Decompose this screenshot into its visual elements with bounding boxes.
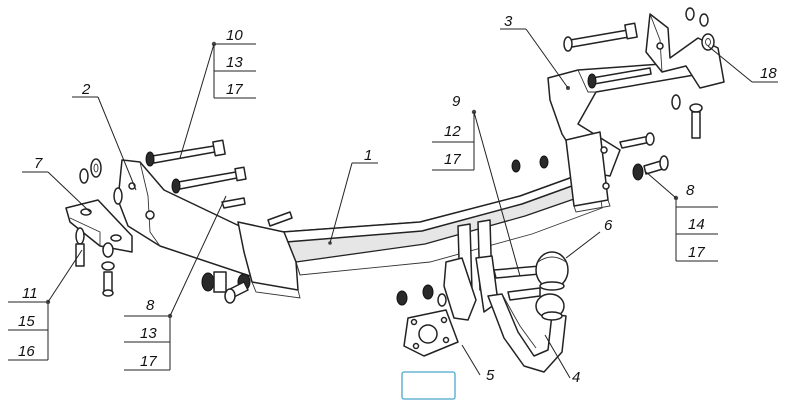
callout-16: 16 [18,343,35,360]
mount-bracket-part-5 [443,219,541,321]
callout-4: 4 [572,369,580,386]
center-nuts [396,155,549,307]
leader-lines [8,28,778,379]
right-fasteners-side [632,155,669,181]
callout-labels: 1 2 3 4 5 6 7 18 10 13 17 9 12 17 8 14 1… [18,13,777,386]
center-left-fasteners [201,271,251,304]
hitch-arm-part-4 [487,293,567,373]
callout-15: 15 [18,313,35,330]
callout-17-lower: 17 [140,353,157,370]
callout-13-lower: 13 [140,325,157,342]
callout-13-upper: 13 [226,54,243,71]
left-fasteners-lower [75,227,115,297]
ball-cap-part-6 [535,251,569,291]
callout-8-left: 8 [146,297,155,314]
callout-3: 3 [504,13,513,30]
right-fasteners-top [563,7,715,149]
left-bracket-part-2 [117,159,301,299]
right-top-bracket-part-18 [645,13,725,89]
callout-7: 7 [34,155,43,172]
callout-2: 2 [81,81,91,98]
callout-18: 18 [760,65,777,82]
flange-plate [403,309,459,357]
callout-11: 11 [22,285,38,302]
right-bracket-part-3 [547,61,701,213]
callout-9: 9 [452,93,461,110]
callout-10: 10 [226,27,243,44]
callout-17-middle: 17 [444,151,461,168]
callout-1: 1 [364,147,372,164]
callout-5: 5 [486,367,495,384]
left-fasteners-upper [79,139,293,227]
callout-8-right: 8 [686,182,695,199]
callout-14: 14 [688,216,705,233]
callout-12: 12 [444,123,461,140]
callout-6: 6 [604,217,613,234]
stamp-box [401,371,456,400]
stamp-box-frame [401,371,456,400]
callout-17-right: 17 [688,244,705,261]
callout-17-upper: 17 [226,81,243,98]
